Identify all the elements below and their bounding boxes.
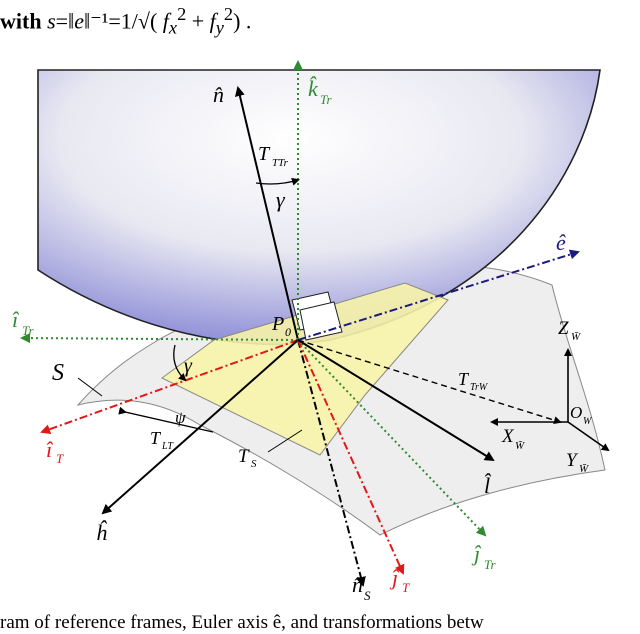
label-surface-s: S xyxy=(52,360,64,386)
label-i-hat-t-sub: T xyxy=(56,451,64,466)
label-i-hat-tr-sub: Tr xyxy=(22,323,35,338)
label-tau-ttr-sub: TTr xyxy=(272,157,289,169)
label-j-hat-t-sub: T xyxy=(402,580,410,595)
formula-plus: + xyxy=(191,8,205,34)
label-o-w: O xyxy=(570,403,582,422)
label-o-w-sub: W xyxy=(583,416,593,427)
surface-s-pointer xyxy=(77,377,103,397)
l-hat-axis xyxy=(297,339,495,462)
label-tau-lt: T xyxy=(150,428,162,448)
formula-end: . xyxy=(245,8,252,34)
gamma-top-arc xyxy=(255,177,300,186)
n-hat-s-axis xyxy=(297,339,366,587)
formula-norm: ‖⁻¹=1 xyxy=(83,8,132,34)
formula-fx: f xyxy=(162,8,169,34)
label-tau-trw-sub: TrW xyxy=(470,382,489,393)
formula-fy: f xyxy=(209,8,216,34)
formula-sq1: 2 xyxy=(177,4,187,24)
label-n-hat-s: n̂ xyxy=(352,572,363,597)
tau-s-pointer xyxy=(267,429,303,453)
formula-s: s xyxy=(47,8,56,34)
formula-eq1: =‖ xyxy=(55,8,75,34)
formula: with s=‖e‖⁻¹=1/√( fx2 + fy2) . xyxy=(0,4,252,38)
label-j-hat-t: ĵ xyxy=(389,565,400,590)
psi-arc xyxy=(118,406,214,433)
tau-trw-line xyxy=(297,339,562,425)
label-tau-ttr: T xyxy=(258,143,271,165)
formula-fx-sub: x xyxy=(168,17,178,38)
label-l-hat: l̂ xyxy=(484,473,492,498)
label-y-w: Y xyxy=(566,450,579,471)
label-gamma-top: γ xyxy=(276,187,286,212)
label-psi: ψ xyxy=(175,408,186,427)
formula-fy-sub: y xyxy=(215,17,224,38)
formula-sq2: 2 xyxy=(223,4,234,24)
gamma-left-arc xyxy=(173,344,187,382)
label-p0: P xyxy=(271,313,284,335)
j-hat-t-axis xyxy=(297,339,405,575)
label-z-w: Z xyxy=(558,318,569,339)
label-k-hat-tr: k̂ xyxy=(308,76,319,101)
label-n-hat: n̂ xyxy=(213,82,224,107)
tangent-plane xyxy=(161,282,449,456)
i-hat-tr-axis xyxy=(20,333,299,344)
j-hat-tr-axis xyxy=(297,339,487,537)
label-gamma-left: γ xyxy=(184,355,193,377)
label-k-hat-tr-sub: Tr xyxy=(320,92,333,107)
e-hat-axis xyxy=(297,249,580,341)
label-tau-s: T xyxy=(238,446,250,467)
label-x-w-sub: W̄ xyxy=(515,440,525,452)
label-x-w: X xyxy=(501,426,515,447)
label-p0-sub: 0 xyxy=(285,325,291,339)
label-z-w-sub: W̄ xyxy=(571,331,581,343)
label-tau-s-sub: S xyxy=(251,458,257,470)
label-h-hat: ĥ xyxy=(96,520,108,545)
figure-caption: ram of reference frames, Euler axis ê, a… xyxy=(0,612,484,633)
label-tau-lt-sub: LT xyxy=(161,441,174,452)
h-hat-axis xyxy=(101,339,299,515)
label-tau-trw: T xyxy=(458,369,470,389)
label-j-hat-tr-sub: Tr xyxy=(484,557,497,572)
i-hat-t-axis xyxy=(40,339,299,434)
label-i-hat-tr: î xyxy=(12,307,20,332)
label-y-w-sub: W̄ xyxy=(579,463,589,475)
label-e-hat: ê xyxy=(556,230,566,255)
formula-prefix: with xyxy=(0,8,42,34)
label-n-hat-s-sub: S xyxy=(364,588,371,603)
formula-e: e xyxy=(74,8,84,34)
label-j-hat-tr: ĵ xyxy=(471,541,482,566)
label-i-hat-t: î xyxy=(46,437,54,462)
y-w-axis xyxy=(567,421,610,452)
n-hat-axis xyxy=(234,86,299,341)
